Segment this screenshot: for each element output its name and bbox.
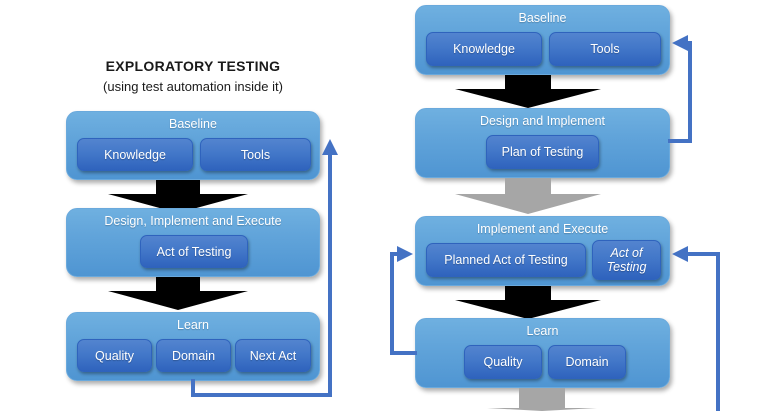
right-item-planned-act-of-testing[interactable]: Planned Act of Testing — [426, 243, 586, 277]
left-stage-design[interactable]: Design, Implement and Execute Act of Tes… — [66, 208, 320, 277]
left-diagram-subtitle: (using test automation inside it) — [103, 79, 283, 94]
left-stage-learn-label: Learn — [177, 318, 209, 332]
left-baseline-to-design-arrow — [108, 180, 248, 213]
right-stage-baseline[interactable]: Baseline Knowledge Tools — [415, 5, 670, 75]
right-stage-implement-label: Implement and Execute — [476, 222, 609, 236]
left-stage-baseline[interactable]: Baseline Knowledge Tools — [66, 111, 320, 180]
left-diagram-title: EXPLORATORY TESTING — [105, 58, 281, 74]
right-item-plan-of-testing[interactable]: Plan of Testing — [486, 135, 599, 169]
right-stage-learn-label: Learn — [526, 324, 559, 338]
left-stage-design-label: Design, Implement and Execute — [104, 214, 282, 228]
left-item-quality[interactable]: Quality — [77, 339, 152, 372]
right-item-domain[interactable]: Domain — [548, 345, 626, 379]
right-design-to-baseline-feedback — [668, 35, 692, 143]
right-learn-to-implement-feedback — [390, 246, 417, 355]
right-learn-to-next-arrow — [487, 388, 597, 411]
left-item-domain[interactable]: Domain — [156, 339, 231, 372]
left-item-knowledge[interactable]: Knowledge — [77, 138, 193, 171]
right-design-to-implement-arrow — [455, 178, 601, 214]
right-implement-to-learn-arrow — [455, 286, 601, 319]
right-item-act-of-testing[interactable]: Act of Testing — [592, 240, 661, 280]
left-design-to-learn-arrow — [108, 277, 248, 310]
right-stage-design-label: Design and Implement — [479, 114, 606, 128]
right-item-tools[interactable]: Tools — [549, 32, 661, 66]
right-stage-implement[interactable]: Implement and Execute Planned Act of Tes… — [415, 216, 670, 286]
left-item-act-of-testing[interactable]: Act of Testing — [140, 235, 248, 268]
right-stage-learn[interactable]: Learn Quality Domain — [415, 318, 670, 388]
left-stage-learn[interactable]: Learn Quality Domain Next Act — [66, 312, 320, 381]
left-item-next-act[interactable]: Next Act — [235, 339, 311, 372]
left-stage-baseline-label: Baseline — [169, 117, 217, 131]
right-outer-feedback — [672, 246, 720, 411]
right-stage-design[interactable]: Design and Implement Plan of Testing — [415, 108, 670, 178]
right-baseline-to-design-arrow — [455, 75, 601, 108]
right-stage-baseline-label: Baseline — [518, 11, 567, 25]
left-item-tools[interactable]: Tools — [200, 138, 311, 171]
right-item-knowledge[interactable]: Knowledge — [426, 32, 542, 66]
right-item-quality[interactable]: Quality — [464, 345, 542, 379]
